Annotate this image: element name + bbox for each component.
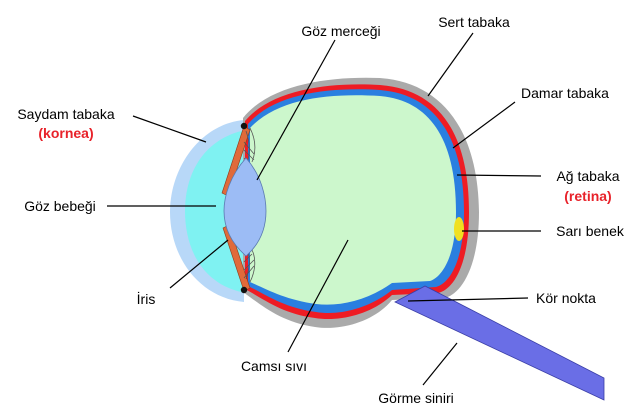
optic-nerve — [394, 285, 605, 401]
label-optic-nerve: Görme siniri — [378, 390, 453, 406]
lens — [223, 157, 267, 257]
leader-optic-nerve — [422, 342, 458, 386]
limbus-dot-bottom — [240, 286, 248, 294]
label-blind-spot: Kör nokta — [536, 290, 596, 306]
label-retina: Ağ tabaka — [556, 168, 619, 184]
label-lens: Göz merceği — [301, 23, 380, 39]
leader-sclera — [427, 32, 474, 97]
leader-cornea — [132, 115, 207, 143]
label-iris: İris — [137, 290, 156, 307]
limbus-dot-top — [240, 122, 248, 130]
leader-vitreous — [287, 239, 349, 353]
label-macula: Sarı benek — [556, 223, 625, 239]
leader-blind-spot — [407, 297, 529, 302]
leader-iris — [169, 239, 229, 289]
leader-lines — [107, 32, 542, 386]
label-sclera: Sert tabaka — [438, 14, 510, 30]
leader-lens — [256, 39, 336, 181]
label-pupil: Göz bebeği — [24, 198, 96, 214]
label-choroid: Damar tabaka — [521, 85, 609, 101]
leader-retina — [456, 174, 542, 177]
label-cornea-sub: (kornea) — [38, 125, 93, 141]
label-retina-sub: (retina) — [564, 188, 611, 204]
leader-choroid — [452, 101, 516, 149]
label-cornea: Saydam tabaka — [17, 106, 114, 122]
label-vitreous: Camsı sıvı — [241, 358, 307, 374]
macula — [454, 217, 464, 241]
vitreous-body — [250, 95, 456, 305]
